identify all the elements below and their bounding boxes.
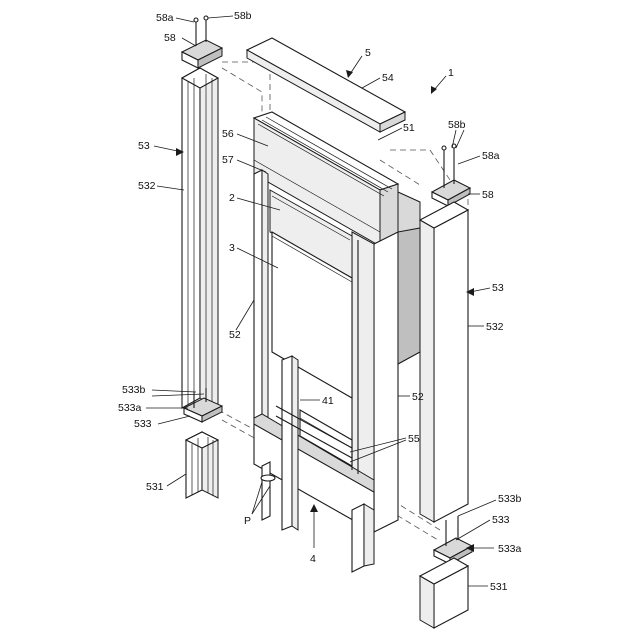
label-533-left: 533 — [134, 418, 152, 430]
right-panel-532 — [420, 202, 468, 522]
label-3: 3 — [229, 242, 235, 254]
left-lower-stub-531 — [186, 432, 218, 498]
label-58b-top: 58b — [234, 10, 252, 22]
label-53-left: 53 — [138, 140, 150, 152]
label-533-right: 533 — [492, 514, 510, 526]
label-51: 51 — [403, 122, 415, 134]
right-bottom-cap-533 — [434, 516, 472, 564]
label-58a-top: 58a — [156, 12, 174, 24]
label-P: P — [244, 515, 251, 527]
label-532-left: 532 — [138, 180, 156, 192]
label-52-left: 52 — [229, 329, 241, 341]
label-53-right: 53 — [492, 282, 504, 294]
label-5: 5 — [365, 47, 371, 59]
left-rail-532 — [182, 68, 218, 408]
main-frame-assembly — [254, 112, 420, 572]
label-2: 2 — [229, 192, 235, 204]
label-1: 1 — [448, 67, 454, 79]
label-58b-right: 58b — [448, 119, 466, 131]
label-4: 4 — [310, 553, 316, 565]
label-55: 55 — [408, 433, 420, 445]
label-57: 57 — [222, 154, 234, 166]
label-532-right: 532 — [486, 321, 504, 333]
right-top-cap-58 — [432, 144, 470, 206]
label-533a-right: 533a — [498, 543, 522, 555]
label-41: 41 — [322, 395, 334, 407]
label-533b-left: 533b — [122, 384, 146, 396]
label-533a-left: 533a — [118, 402, 142, 414]
label-56: 56 — [222, 128, 234, 140]
left-top-cap-58 — [182, 16, 222, 68]
label-531-left: 531 — [146, 481, 164, 493]
label-533b-right: 533b — [498, 493, 522, 505]
label-54: 54 — [382, 72, 394, 84]
label-52-right: 52 — [412, 391, 424, 403]
label-58-left: 58 — [164, 32, 176, 44]
right-lower-block-531 — [420, 558, 468, 628]
label-58-right: 58 — [482, 189, 494, 201]
label-58a-right: 58a — [482, 150, 500, 162]
label-531-right: 531 — [490, 581, 508, 593]
